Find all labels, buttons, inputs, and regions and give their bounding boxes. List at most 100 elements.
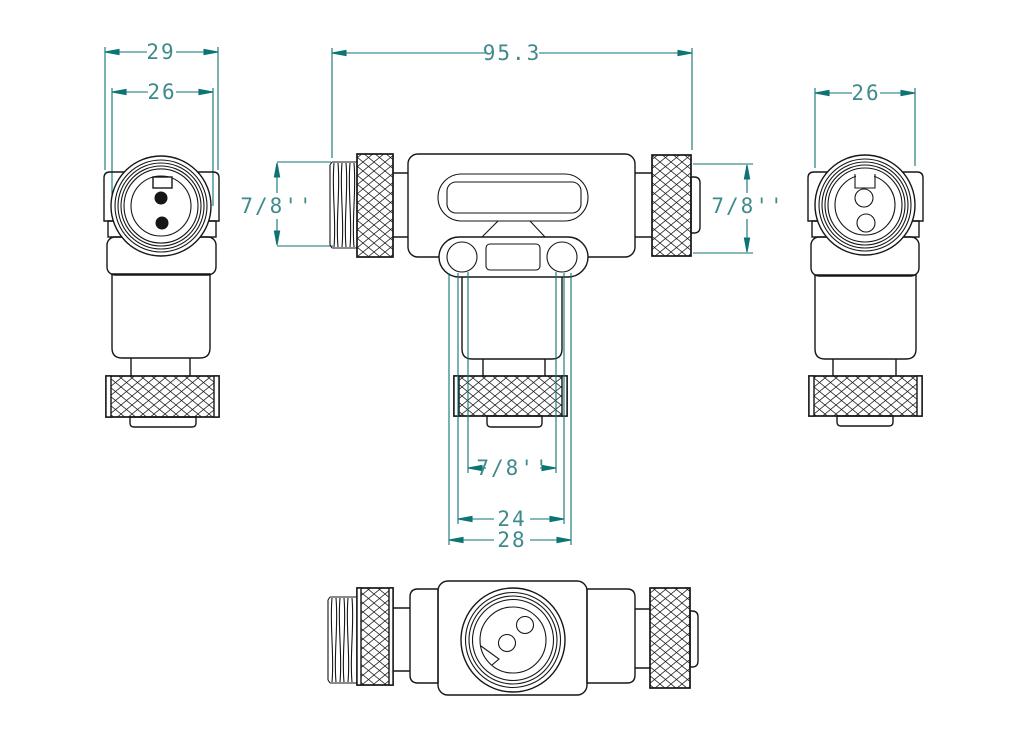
flange-block — [807, 171, 924, 222]
thread-outline — [327, 596, 357, 684]
socket-hole-2 — [856, 213, 876, 233]
dimension-7-8-branch: 7/8'' — [467, 272, 557, 480]
right-neck — [635, 608, 650, 669]
extension-lines-28 — [448, 273, 572, 545]
socket-hole-1 — [515, 615, 535, 635]
dimension-7-8-right: 7/8'' — [693, 163, 784, 254]
knurl-band-left — [105, 375, 112, 418]
branch-tab — [486, 415, 543, 428]
keyway-clear — [856, 172, 874, 187]
extension-lines-29 — [104, 47, 219, 170]
mount-hole-right — [546, 241, 578, 273]
male-thread — [329, 161, 357, 249]
branch-neck — [482, 359, 546, 376]
coupling-ring-outer — [814, 154, 916, 256]
socket-rings — [464, 591, 562, 689]
label-window-inner — [446, 181, 582, 214]
thread-crests — [332, 162, 356, 248]
left-knurled-ring — [356, 153, 394, 258]
branch-knurl-band-left — [453, 375, 460, 417]
male-thread — [327, 596, 357, 684]
dimension-label-28: 28 — [497, 528, 526, 552]
flange-block — [103, 171, 220, 222]
neck — [832, 359, 897, 376]
dimension-label-7-8-right: 7/8'' — [711, 194, 784, 218]
branch-body — [461, 277, 563, 360]
dimension-26-left: 26 — [111, 80, 214, 206]
dimension-24: 24 — [457, 273, 565, 531]
funnel-lines — [481, 220, 546, 238]
right-knurled-nut — [651, 154, 692, 257]
dimension-line-24 — [457, 515, 565, 523]
branch-knurled-nut — [453, 375, 568, 417]
extension-lines-7-8-branch — [467, 272, 557, 473]
knurled-nut — [105, 375, 220, 418]
keyway-tab — [152, 176, 173, 189]
left-neck — [393, 172, 408, 238]
dimension-label-7-8-left: 7/8'' — [240, 194, 313, 218]
front-view: 95.3 7/8'' 7/8'' — [240, 41, 784, 552]
dimension-label-26-left: 26 — [147, 80, 176, 104]
dimension-label-26-right: 26 — [851, 81, 880, 105]
socket-ring-outer — [460, 587, 566, 693]
mount-center-plate — [485, 243, 541, 271]
extension-lines-24 — [457, 273, 565, 524]
socket-hole-1 — [854, 188, 874, 208]
extension-lines-26-right — [814, 88, 916, 168]
left-neck — [393, 607, 410, 672]
knurl-band-left — [808, 375, 815, 417]
label-window-outer — [437, 173, 589, 222]
dimension-label-95-3: 95.3 — [483, 41, 542, 65]
keyway-notch — [480, 645, 500, 666]
left-knurl-band-a — [356, 587, 362, 686]
knurl-band-right — [916, 375, 923, 417]
dimension-line-26-right — [814, 89, 916, 97]
dimension-line-28 — [448, 536, 572, 544]
left-knurled-ring — [356, 587, 394, 686]
extension-ticks-7-8-left — [277, 161, 333, 247]
coupling-ring-outer — [110, 155, 212, 257]
left-knurl-band-b — [388, 587, 394, 686]
left-side-view: 29 26 — [103, 40, 220, 428]
knurled-nut — [808, 375, 923, 417]
extension-lines-26-left — [111, 88, 214, 206]
right-neck — [635, 172, 652, 238]
dimension-29: 29 — [104, 40, 219, 170]
neck — [130, 358, 191, 376]
coupling-rings — [114, 159, 208, 253]
left-arm — [409, 588, 439, 684]
dimension-line-29 — [104, 48, 219, 56]
insert-face — [130, 175, 192, 237]
dimension-line-95-3 — [331, 49, 693, 57]
socket-hole-2 — [497, 633, 517, 653]
socket-face — [479, 606, 547, 674]
dimension-label-7-8-branch: 7/8'' — [476, 456, 549, 480]
dimension-95-3: 95.3 — [331, 41, 693, 158]
bottom-tab — [129, 416, 197, 428]
right-end-cap — [690, 176, 701, 234]
body-block — [814, 274, 917, 360]
extension-lines-95-3 — [331, 48, 693, 158]
bottom-view — [327, 580, 699, 696]
dimension-7-8-left: 7/8'' — [240, 161, 333, 247]
right-side-view: 26 — [807, 81, 924, 427]
contact-pin-1 — [154, 191, 168, 205]
knurl-band-right — [213, 375, 220, 418]
dimension-label-29: 29 — [146, 40, 175, 64]
body-block — [111, 273, 211, 359]
right-arm — [586, 588, 636, 684]
thread-outline — [329, 161, 357, 249]
bottom-tab — [836, 415, 894, 427]
contact-pin-2 — [155, 216, 169, 230]
coupling-rings — [818, 158, 912, 252]
dimension-line-7-8-right — [743, 164, 751, 253]
mount-hole-left — [446, 241, 478, 273]
right-end-cap — [689, 610, 699, 668]
dimension-28: 28 — [448, 273, 572, 552]
dimension-line-7-8-branch — [467, 464, 557, 472]
right-knurled-nut — [649, 587, 691, 689]
dimension-line-7-8-left — [273, 162, 281, 246]
dimension-label-24: 24 — [497, 507, 526, 531]
